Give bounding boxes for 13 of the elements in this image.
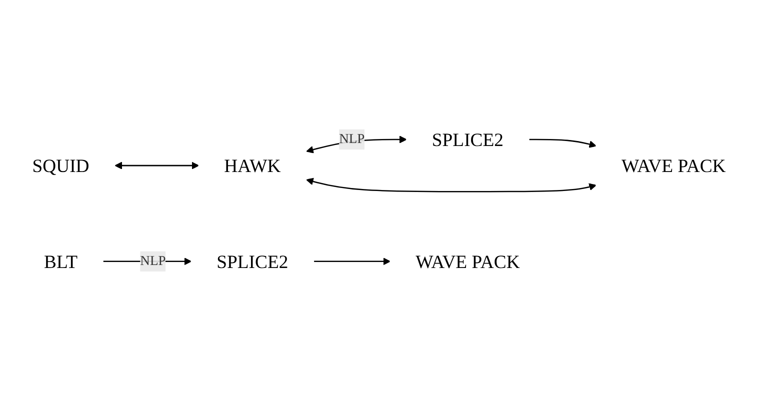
node-text: SPLICE2	[432, 128, 504, 150]
node-text: BLT	[44, 250, 78, 272]
node-text: WAVE PACK	[622, 154, 726, 176]
arrow	[114, 161, 200, 169]
node-text: HAWK	[224, 154, 281, 176]
node-text: WAVE PACK	[416, 250, 520, 272]
arrow	[314, 257, 390, 265]
node-text: SPLICE2	[216, 250, 288, 272]
arrow	[528, 138, 596, 148]
edge-label: NLP	[339, 131, 365, 146]
edge-label: NLP	[140, 253, 166, 268]
node-text: SQUID	[32, 154, 90, 176]
arrow	[306, 177, 596, 192]
